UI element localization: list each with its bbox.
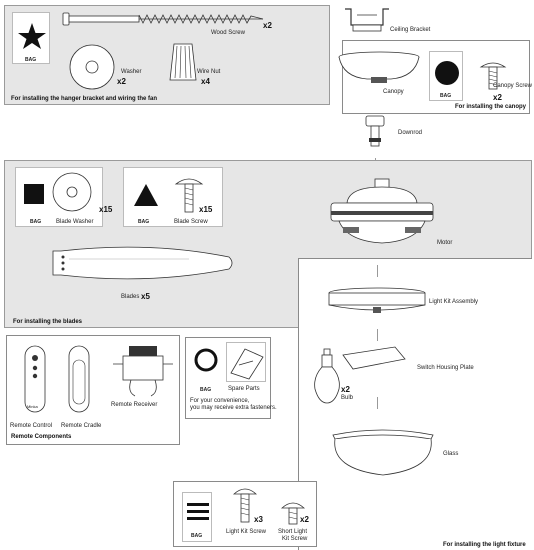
- hardware-panel-caption: For installing the hanger bracket and wi…: [11, 96, 158, 102]
- hardware-panel: BAG x2 Wood Screw Washer x2 Wire Nut x4 …: [4, 5, 330, 105]
- blade-screw-bag: BAG Blade Screw: [123, 167, 223, 227]
- o-ring-icon: [194, 348, 218, 372]
- blade-washer-icon: [52, 172, 92, 212]
- bag-label: BAG: [200, 387, 212, 393]
- canopy-label: Canopy: [383, 89, 404, 95]
- star-bag: BAG: [12, 12, 50, 64]
- blade-screw-icon: [174, 178, 204, 213]
- spare-panel: BAG Spare Parts For your convenience, yo…: [185, 337, 277, 419]
- blade-washer-qty: x15: [99, 205, 113, 214]
- wood-screw-label: Wood Screw: [211, 30, 245, 36]
- light-kit-assembly-icon: [328, 287, 426, 313]
- bag-label: BAG: [191, 533, 203, 539]
- star-icon: [18, 23, 46, 49]
- blades-panel: BAG Blade Washer x15 BAG Blade Screw x15…: [4, 160, 532, 328]
- bulb-qty: x2: [341, 385, 350, 394]
- glass-icon: [332, 429, 434, 476]
- light-screws-bag: BAG: [182, 492, 212, 542]
- ceiling-bracket-label: Ceiling Bracket: [390, 27, 431, 33]
- remote-receiver-label: Remote Receiver: [111, 402, 158, 408]
- short-light-kit-screw-icon: [280, 502, 306, 525]
- spare-parts-label: Spare Parts: [228, 386, 260, 392]
- canopy-screw-qty: x2: [493, 93, 502, 102]
- washer-qty: x2: [117, 77, 126, 86]
- wood-screw-icon: [62, 12, 264, 26]
- wire-nut-icon: [169, 43, 197, 81]
- canopy-bag: BAG: [429, 51, 463, 101]
- light-screws-panel: BAG x3 Light Kit Screw x2 Short Light Ki…: [173, 481, 317, 547]
- square-icon: [24, 184, 44, 204]
- bulb-icon: [314, 348, 340, 404]
- remote-receiver-icon: [113, 346, 173, 397]
- blades-label: Blades: [121, 294, 140, 300]
- wire-nut-label: Wire Nut: [197, 69, 221, 75]
- bulb-label: Bulb: [341, 395, 354, 401]
- remote-control-icon: [24, 345, 46, 413]
- wire-nut-qty: x4: [201, 77, 210, 86]
- canopy-panel-caption: For installing the canopy: [455, 104, 527, 110]
- switch-housing-plate-label: Switch Housing Plate: [417, 365, 474, 371]
- canopy-icon: [338, 51, 420, 83]
- arrow-connector: [377, 265, 378, 277]
- canopy-screw-icon: [479, 62, 507, 90]
- glass-label: Glass: [443, 451, 459, 457]
- blade-washer-label: Blade Washer: [56, 219, 94, 225]
- arrow-connector: [377, 397, 378, 409]
- remote-control-label: Remote Control: [10, 423, 53, 429]
- spare-note-line1: For your convenience,: [190, 398, 250, 404]
- washer-label: Washer: [121, 69, 142, 75]
- spare-parts-bag: [226, 342, 266, 382]
- motor-icon: [330, 178, 434, 244]
- ceiling-bracket-icon: [345, 8, 389, 32]
- light-kit-screw-qty: x3: [254, 515, 263, 524]
- bag-label: BAG: [138, 219, 150, 225]
- remote-cradle-label: Remote Cradle: [61, 423, 102, 429]
- canopy-panel: Canopy BAG Canopy Screw x2 For installin…: [338, 40, 533, 114]
- spare-note-line2: you may receive extra fasteners.: [190, 405, 277, 411]
- switch-housing-plate-icon: [342, 346, 406, 370]
- blades-panel-caption: For installing the blades: [13, 319, 83, 325]
- blade-washer-bag: BAG Blade Washer: [15, 167, 103, 227]
- short-light-kit-screw-label-1: Short Light: [278, 529, 308, 535]
- wood-screw-qty: x2: [263, 21, 272, 30]
- spare-parts-icon: [230, 348, 264, 380]
- bag-label: BAG: [440, 93, 452, 99]
- bag-label: BAG: [30, 219, 42, 225]
- canopy-screw-label: Canopy Screw: [493, 83, 533, 89]
- short-light-kit-screw-qty: x2: [300, 515, 309, 524]
- light-kit-screw-label: Light Kit Screw: [226, 529, 267, 535]
- light-kit-assembly-label: Light Kit Assembly: [429, 299, 479, 305]
- remote-brand: Minka: [27, 404, 38, 409]
- downrod-icon: [365, 115, 385, 147]
- washer-icon: [69, 44, 115, 90]
- disc-icon: [435, 61, 459, 85]
- remote-panel-caption: Remote Components: [11, 434, 72, 440]
- motor-label: Motor: [437, 240, 453, 246]
- blade-screw-qty: x15: [199, 205, 213, 214]
- bars-icon: [187, 503, 209, 520]
- bag-label: BAG: [25, 57, 37, 63]
- triangle-icon: [134, 184, 158, 206]
- short-light-kit-screw-label-2: Kit Screw: [282, 536, 308, 542]
- light-panel-caption: For installing the light fixture: [443, 542, 526, 548]
- light-kit-screw-icon: [232, 488, 258, 523]
- light-panel: Light Kit Assembly Switch Housing Plate …: [298, 258, 532, 550]
- remote-cradle-icon: [68, 345, 90, 413]
- blades-qty: x5: [141, 292, 150, 301]
- remote-panel: Minka Remote Control Remote Cradle Remot…: [6, 335, 180, 445]
- downrod-label: Downrod: [398, 130, 423, 136]
- blade-icon: [52, 246, 233, 280]
- blade-screw-label: Blade Screw: [174, 219, 208, 225]
- arrow-connector: [377, 329, 378, 341]
